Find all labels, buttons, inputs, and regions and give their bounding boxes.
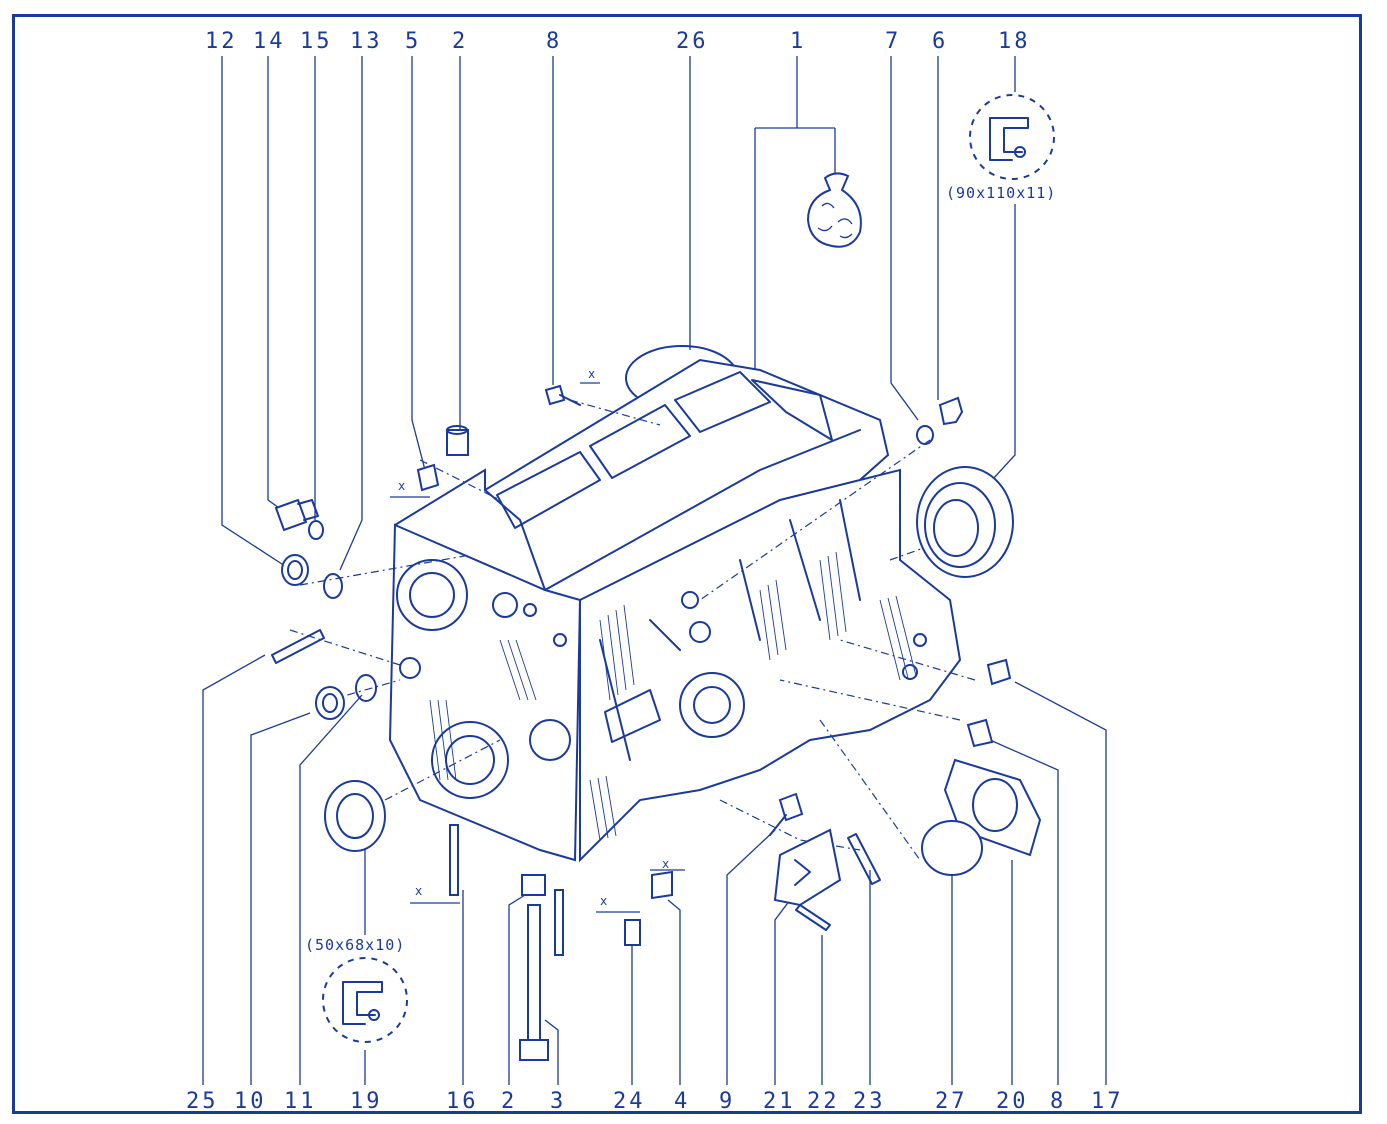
callout-10: 10	[234, 1089, 267, 1114]
x-mark-4: x	[662, 857, 669, 871]
leader-lines-top	[221, 56, 1016, 571]
callout-8-top: 8	[546, 29, 562, 54]
callout-5: 5	[405, 29, 421, 54]
callout-8-bottom: 8	[1050, 1089, 1066, 1114]
leader-lines-bottom	[202, 654, 1107, 1085]
callout-19: 19	[350, 1089, 383, 1114]
callout-18: 18	[998, 29, 1031, 54]
callout-1: 1	[790, 29, 806, 54]
bottom-callouts: 25 10 11 19 16 2 3 24 4 9 21 22 23 27 20…	[186, 1089, 1124, 1114]
callout-4: 4	[674, 1089, 690, 1114]
small-parts	[271, 384, 1042, 1061]
x-mark-24: x	[600, 894, 607, 908]
callout-15: 15	[300, 29, 333, 54]
callout-6: 6	[932, 29, 948, 54]
callout-13: 13	[350, 29, 383, 54]
callout-9: 9	[719, 1089, 735, 1114]
centerlines	[289, 399, 976, 861]
seal-dimension-19: (50x68x10)	[305, 936, 405, 954]
callout-2-top: 2	[452, 29, 468, 54]
x-mark-8: x	[588, 367, 595, 381]
seal-detail-19: (50x68x10)	[305, 936, 408, 1043]
callout-14: 14	[253, 29, 286, 54]
callout-2-bottom: 2	[501, 1089, 517, 1114]
callout-7: 7	[885, 29, 901, 54]
callout-23: 23	[853, 1089, 886, 1114]
callout-21: 21	[763, 1089, 796, 1114]
callout-27: 27	[935, 1089, 968, 1114]
engine-block	[388, 358, 962, 863]
callout-22: 22	[807, 1089, 840, 1114]
callout-11: 11	[284, 1089, 317, 1114]
callout-16: 16	[446, 1089, 479, 1114]
callout-3: 3	[550, 1089, 566, 1114]
seal-detail-18: (90x110x11)	[946, 94, 1056, 202]
callout-20: 20	[996, 1089, 1029, 1114]
seal-dimension-18: (90x110x11)	[946, 184, 1056, 202]
x-mark-16: x	[415, 884, 422, 898]
diagram-frame	[12, 14, 1362, 1114]
x-mark-5: x	[398, 479, 405, 493]
top-callouts: 12 14 15 13 5 2 8 26 1 7 6 18	[205, 29, 1031, 54]
callout-12: 12	[205, 29, 238, 54]
callout-25: 25	[186, 1089, 219, 1114]
callout-26: 26	[676, 29, 709, 54]
callout-24: 24	[613, 1089, 646, 1114]
callout-17: 17	[1091, 1089, 1124, 1114]
parts-bag-icon	[806, 172, 862, 248]
x-markers: x x x x x	[390, 367, 685, 913]
